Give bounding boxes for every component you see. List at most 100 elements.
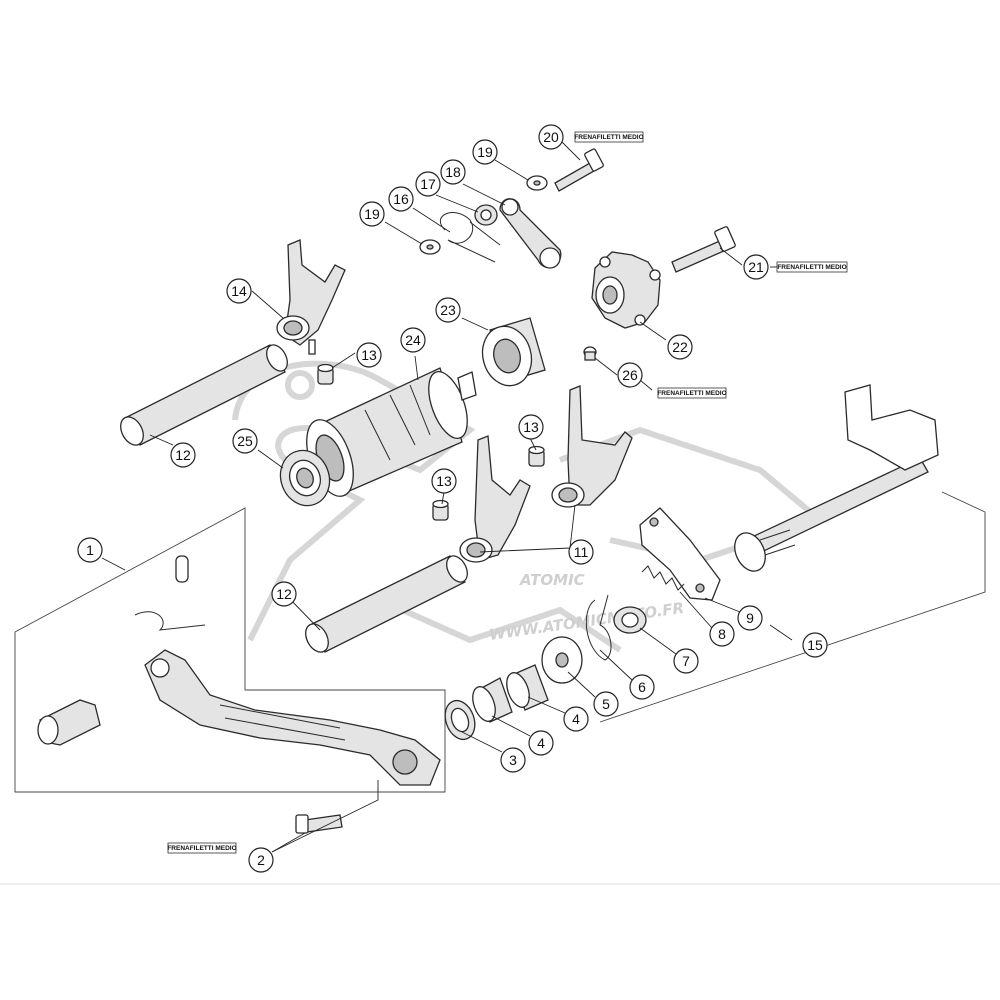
svg-text:1: 1 bbox=[86, 542, 94, 558]
svg-text:21: 21 bbox=[748, 259, 764, 275]
callout-11: 11 bbox=[568, 539, 594, 565]
svg-text:19: 19 bbox=[477, 144, 493, 160]
callout-18: 18 bbox=[440, 159, 466, 185]
fork-rod-upper bbox=[120, 344, 288, 446]
svg-text:12: 12 bbox=[175, 447, 191, 463]
svg-text:13: 13 bbox=[436, 473, 452, 489]
callout-12-upper: 12 bbox=[170, 442, 196, 468]
gearshift-star bbox=[591, 251, 661, 329]
gear-pedal bbox=[37, 555, 441, 786]
svg-text:9: 9 bbox=[746, 610, 754, 626]
callout-13-right: 13 bbox=[518, 414, 544, 440]
needle-bushing-2 bbox=[472, 677, 513, 723]
callout-16: 16 bbox=[388, 186, 414, 212]
note-label: FRENAFILETTI MEDIO bbox=[657, 390, 726, 397]
svg-text:12: 12 bbox=[276, 586, 292, 602]
callout-17: 17 bbox=[415, 171, 441, 197]
fork-pin-1 bbox=[317, 363, 334, 385]
svg-text:8: 8 bbox=[718, 626, 726, 642]
group-frame-pedal bbox=[14, 507, 446, 793]
return-spring bbox=[641, 565, 685, 591]
selector-arm bbox=[499, 198, 562, 269]
svg-text:3: 3 bbox=[509, 752, 517, 768]
callout-22: 22 bbox=[667, 334, 693, 360]
drum-screw bbox=[583, 346, 597, 361]
leader-lines bbox=[101, 136, 793, 853]
callout-4a: 4 bbox=[528, 730, 554, 756]
callout-25: 25 bbox=[232, 428, 258, 454]
needle-bushing-1 bbox=[506, 664, 549, 711]
group-frame-shaft bbox=[599, 491, 986, 723]
selector-spring bbox=[439, 212, 501, 263]
gearshift-shaft bbox=[734, 384, 939, 572]
svg-text:13: 13 bbox=[361, 347, 377, 363]
watermark-brand: ATOMIC bbox=[519, 571, 585, 589]
shaft-seal bbox=[444, 699, 476, 741]
note-thread-lock-26: FRENAFILETTI MEDIO bbox=[657, 387, 727, 399]
note-thread-lock-20: FRENAFILETTI MEDIO bbox=[574, 131, 644, 143]
svg-text:16: 16 bbox=[393, 191, 409, 207]
svg-text:26: 26 bbox=[622, 367, 638, 383]
svg-text:7: 7 bbox=[682, 653, 690, 669]
callout-7: 7 bbox=[673, 648, 699, 674]
fork-pin-2 bbox=[528, 445, 545, 467]
svg-text:17: 17 bbox=[420, 176, 436, 192]
fork-pin-3 bbox=[432, 499, 449, 521]
torsion-spring bbox=[585, 594, 612, 661]
svg-text:19: 19 bbox=[364, 206, 380, 222]
callout-19-left: 19 bbox=[359, 201, 385, 227]
shift-fork-lower-left bbox=[459, 435, 531, 563]
callout-9: 9 bbox=[737, 605, 763, 631]
callout-5: 5 bbox=[593, 691, 619, 717]
note-label: FRENAFILETTI MEDIO bbox=[574, 134, 643, 141]
callout-15: 15 bbox=[802, 632, 828, 658]
callout-1: 1 bbox=[77, 537, 103, 563]
callout-21: 21 bbox=[743, 254, 769, 280]
svg-text:18: 18 bbox=[445, 164, 461, 180]
drum-bearing-right bbox=[481, 317, 546, 387]
svg-text:5: 5 bbox=[602, 696, 610, 712]
svg-text:4: 4 bbox=[537, 735, 545, 751]
svg-text:14: 14 bbox=[231, 283, 247, 299]
note-thread-lock-2: FRENAFILETTI MEDIO bbox=[167, 842, 237, 854]
callout-20: 20 bbox=[538, 124, 564, 150]
note-thread-lock-21: FRENAFILETTI MEDIO bbox=[776, 261, 848, 273]
svg-text:24: 24 bbox=[405, 332, 421, 348]
svg-text:2: 2 bbox=[257, 852, 265, 868]
shift-fork-lower-right bbox=[551, 385, 633, 508]
selector-bolt bbox=[554, 148, 604, 192]
svg-text:4: 4 bbox=[572, 711, 580, 727]
selector-bushing bbox=[474, 204, 498, 226]
callout-24: 24 bbox=[400, 327, 426, 353]
callout-8: 8 bbox=[709, 621, 735, 647]
callout-3: 3 bbox=[500, 747, 526, 773]
watermark-logo: ATOMIC WWW.ATOMICMOTO.FR bbox=[232, 360, 827, 653]
callout-2: 2 bbox=[248, 847, 274, 873]
callout-23: 23 bbox=[435, 297, 461, 323]
pedal-bolt bbox=[295, 814, 343, 834]
shaft-nut bbox=[613, 606, 647, 634]
callout-13-lower: 13 bbox=[431, 468, 457, 494]
washer-right bbox=[526, 175, 548, 191]
note-label: FRENAFILETTI MEDIO bbox=[777, 264, 846, 271]
shift-fork-upper bbox=[276, 239, 346, 355]
note-label: FRENAFILETTI MEDIO bbox=[167, 845, 236, 852]
svg-text:11: 11 bbox=[574, 544, 589, 560]
drum-bearing-left bbox=[279, 449, 331, 507]
callout-26: 26 bbox=[617, 362, 643, 388]
callout-6: 6 bbox=[629, 674, 655, 700]
shaft-plate bbox=[639, 507, 721, 601]
svg-text:20: 20 bbox=[543, 129, 559, 145]
callout-19-right: 19 bbox=[472, 139, 498, 165]
svg-text:23: 23 bbox=[440, 302, 456, 318]
washer-left bbox=[419, 239, 441, 255]
callout-13-upper: 13 bbox=[356, 342, 382, 368]
callout-4b: 4 bbox=[563, 706, 589, 732]
svg-text:6: 6 bbox=[638, 679, 646, 695]
fork-rod-lower bbox=[305, 555, 468, 653]
callout-14: 14 bbox=[226, 278, 252, 304]
svg-text:25: 25 bbox=[237, 433, 253, 449]
callout-12-lower: 12 bbox=[271, 581, 297, 607]
svg-text:15: 15 bbox=[807, 637, 823, 653]
